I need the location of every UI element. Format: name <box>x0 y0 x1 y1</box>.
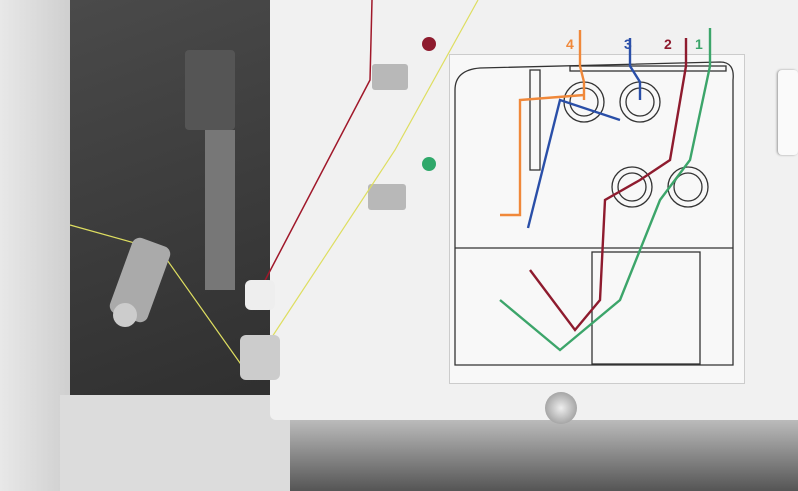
tension-dial-2 <box>611 166 653 208</box>
thread-label-3: 3 <box>624 36 632 52</box>
red-guide-dot <box>422 37 436 51</box>
thread-2 <box>529 38 688 332</box>
needle-bar <box>529 69 541 171</box>
thread-label-1: 1 <box>695 36 703 52</box>
thread-label-2: 2 <box>664 36 672 52</box>
thread-1 <box>499 28 712 352</box>
tension-assembly <box>109 50 280 380</box>
thread-label-4: 4 <box>566 36 574 52</box>
thread-4 <box>500 30 586 217</box>
tension-dial-1 <box>667 166 709 208</box>
green-guide-dot <box>422 157 436 171</box>
side-latch[interactable] <box>778 70 798 155</box>
lower-thread-guide[interactable] <box>368 184 406 210</box>
threading-diagram <box>449 54 745 384</box>
panel-screw <box>545 392 577 424</box>
diagram-outline <box>454 61 734 366</box>
thread-3 <box>526 38 642 229</box>
red-thread <box>259 0 373 291</box>
left-side-cover <box>0 0 70 491</box>
presser-rail <box>290 420 798 491</box>
tension-bar <box>569 65 727 72</box>
upper-thread-guide[interactable] <box>372 64 408 90</box>
looper-cover <box>591 251 701 365</box>
